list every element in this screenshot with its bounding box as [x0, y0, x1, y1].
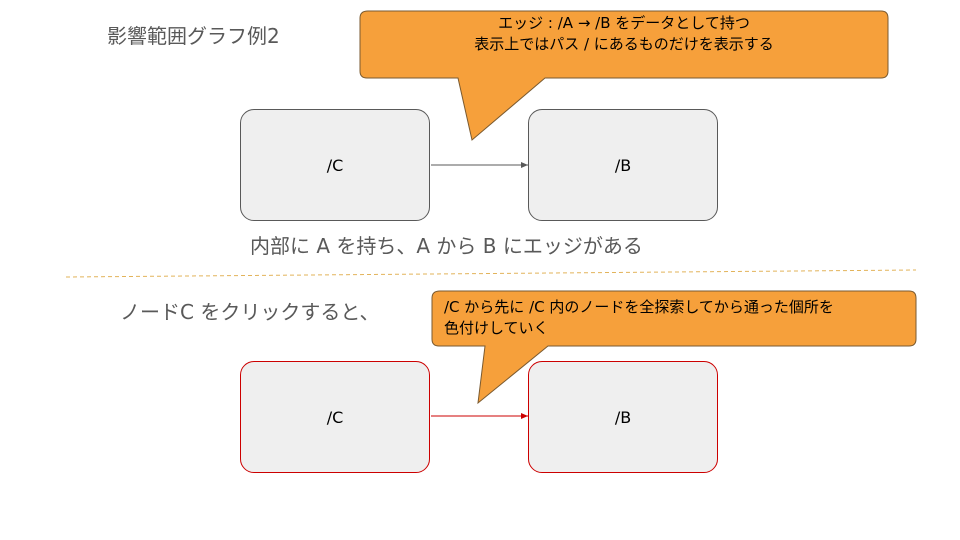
node-target-bottom-label: /B — [614, 407, 632, 427]
node-target-top-label: /B — [614, 155, 632, 175]
page-title: 影響範囲グラフ例2 — [107, 24, 280, 48]
node-source-bottom-label: /C — [326, 407, 344, 427]
callout-top-line1: エッジ : /A → /B をデータとして持つ — [498, 14, 750, 32]
callout-bottom-line2: 色付けしていく — [444, 319, 549, 337]
node-source-top[interactable]: /C — [240, 109, 430, 221]
callout-bottom-line1: /C から先に /C 内のノードを全探索してから通った個所を — [444, 298, 834, 316]
node-target-bottom-highlighted[interactable]: /B — [528, 361, 718, 473]
node-target-top[interactable]: /B — [528, 109, 718, 221]
callout-top-line2: 表示上ではパス / にあるものだけを表示する — [474, 35, 774, 53]
node-source-bottom-highlighted[interactable]: /C — [240, 361, 430, 473]
bottom-lead-text: ノードC をクリックすると、 — [120, 300, 380, 324]
callout-bottom-shape — [431, 290, 917, 405]
top-caption: 内部に A を持ち、A から B にエッジがある — [250, 234, 643, 258]
section-divider — [65, 269, 917, 278]
callout-top-shape — [359, 10, 889, 141]
node-source-top-label: /C — [326, 155, 344, 175]
